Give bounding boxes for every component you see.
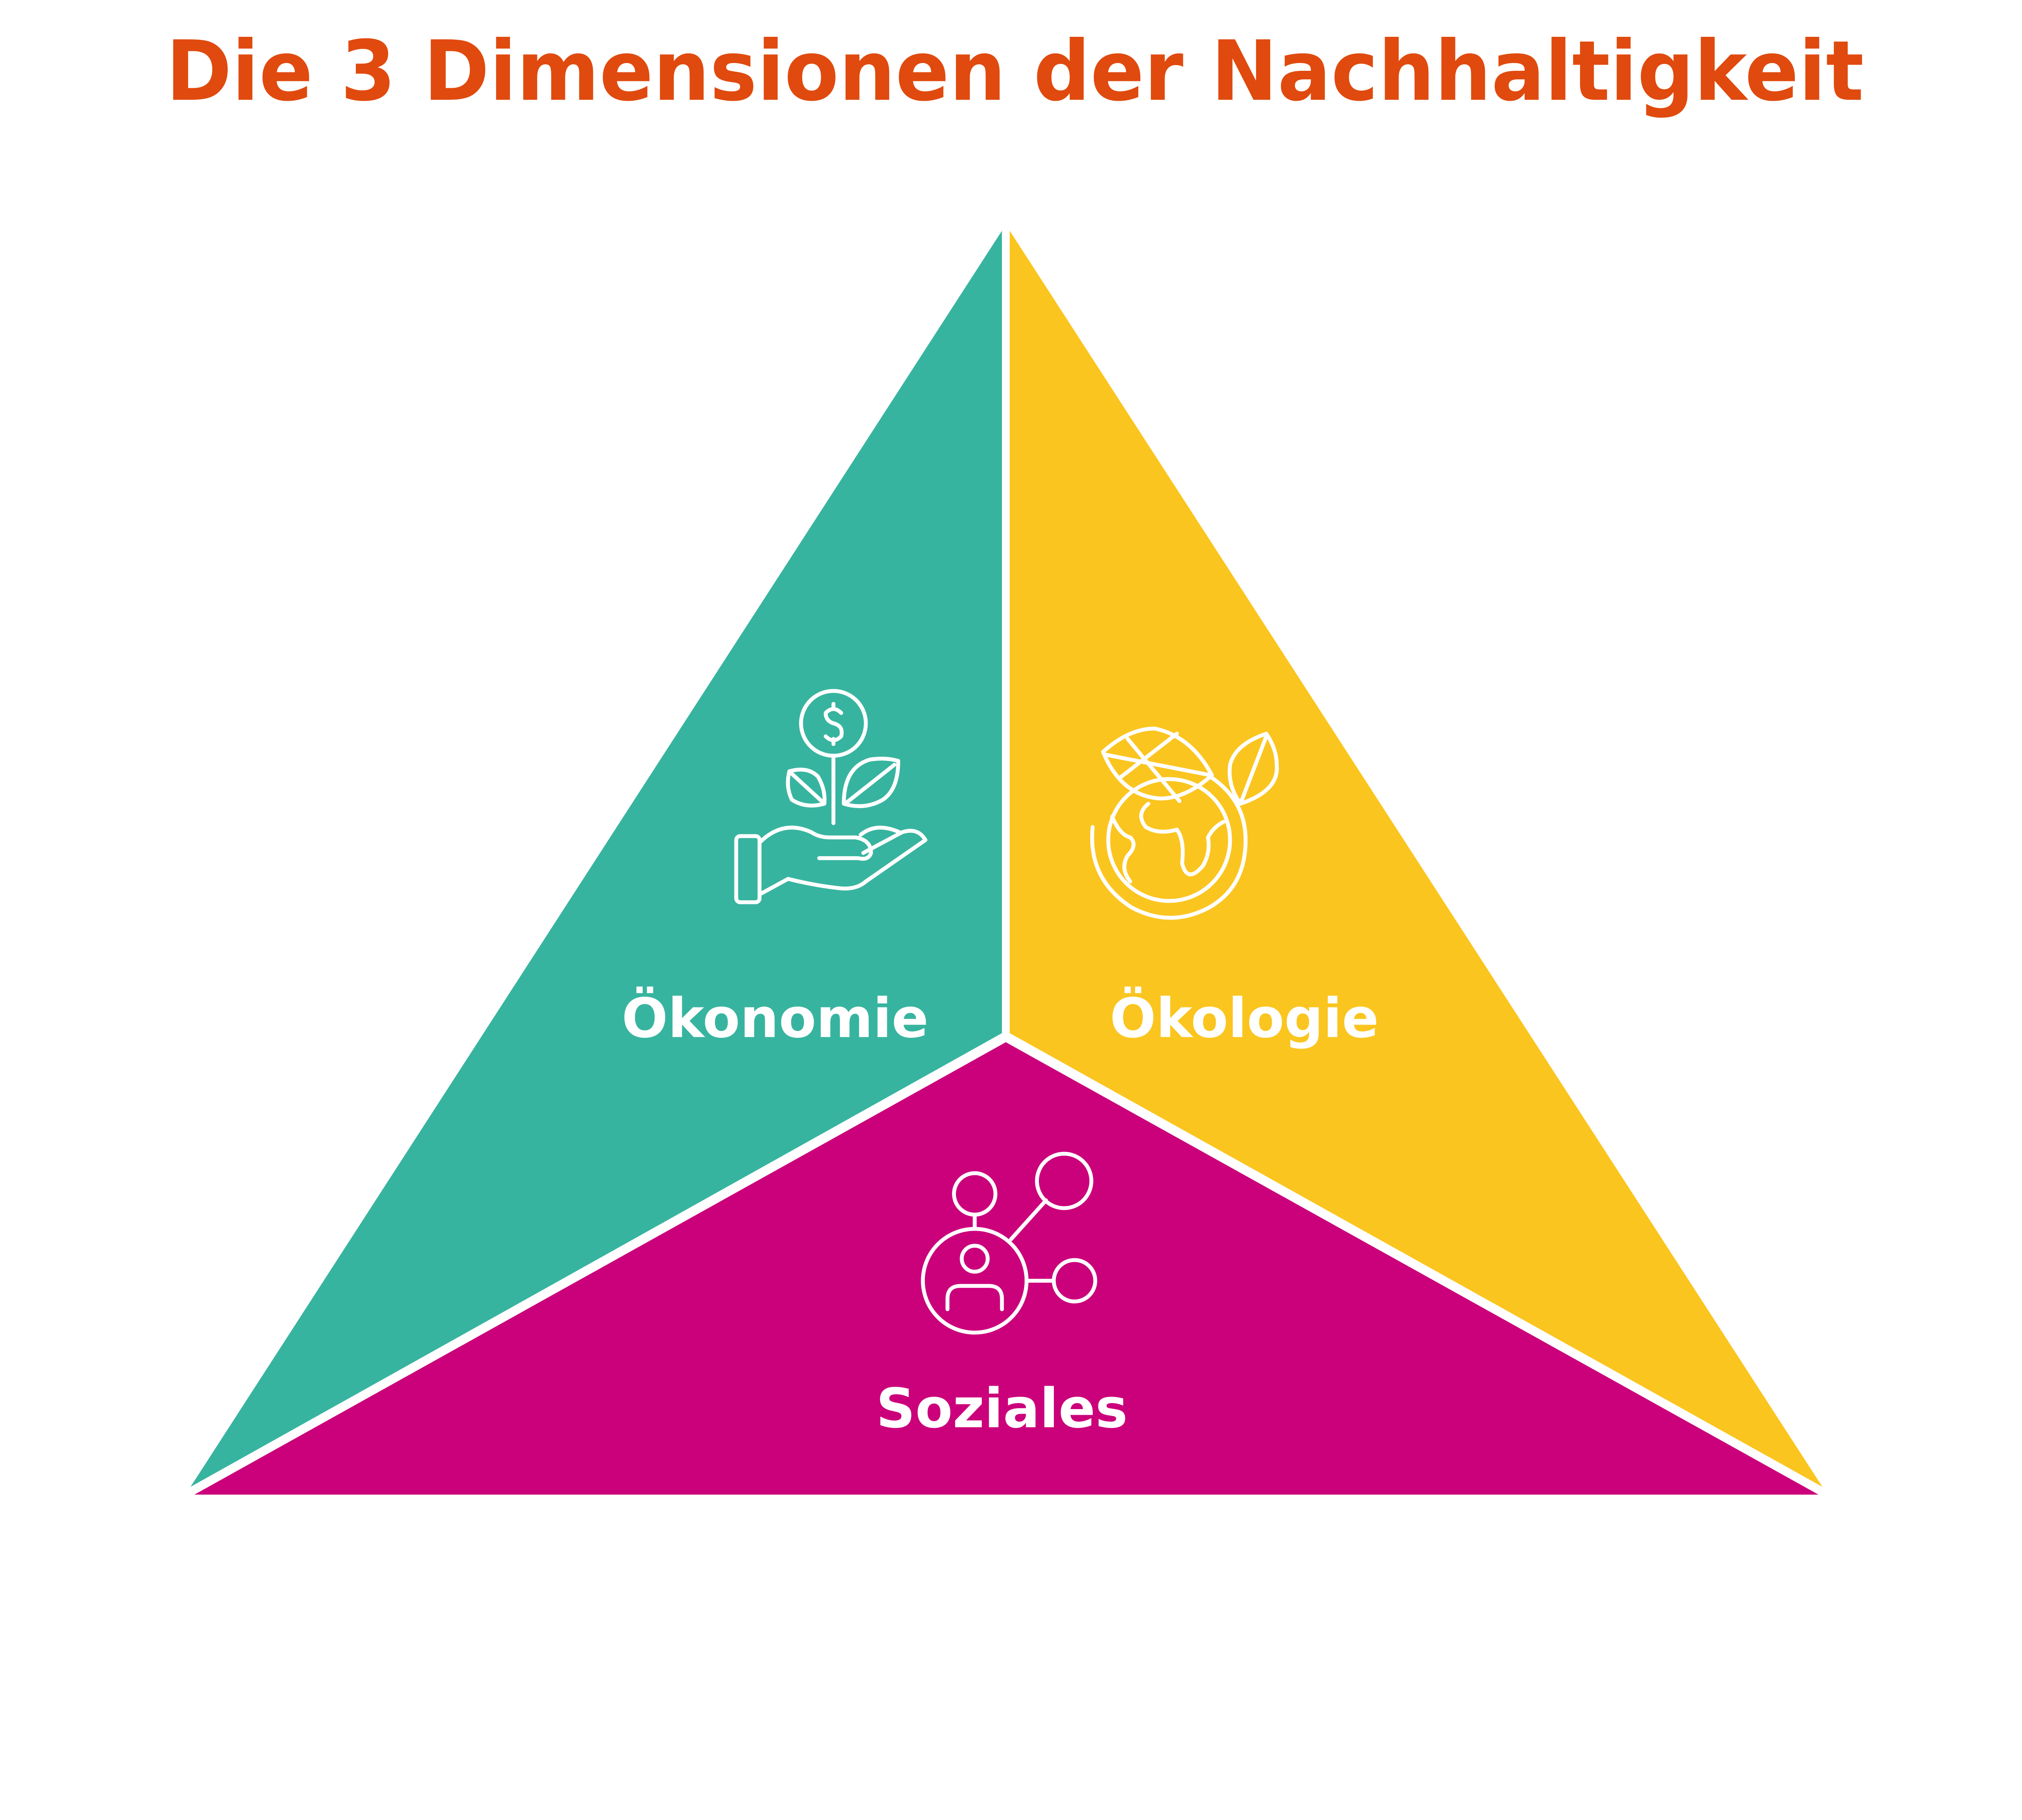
- segment-label-economy: Ökonomie: [622, 986, 929, 1050]
- segment-economy: [190, 231, 1002, 1487]
- diagram-stage: Die 3 Dimensionen der Nachhaltigkeit Öko…: [166, 23, 1864, 1495]
- person-network-icon: [921, 1151, 1098, 1335]
- segment-label-ecology: Ökologie: [1110, 986, 1379, 1050]
- segment-label-social: Soziales: [876, 1377, 1127, 1440]
- hand-holding-money-plant-icon: [734, 689, 928, 904]
- segment-social: [194, 1042, 1819, 1495]
- segment-ecology: [1009, 231, 1823, 1487]
- sustainability-diagram: Die 3 Dimensionen der Nachhaltigkeit Öko…: [166, 23, 1864, 1495]
- globe-with-leaves-icon: [1090, 726, 1279, 920]
- page-title: Die 3 Dimensionen der Nachhaltigkeit: [166, 23, 1864, 120]
